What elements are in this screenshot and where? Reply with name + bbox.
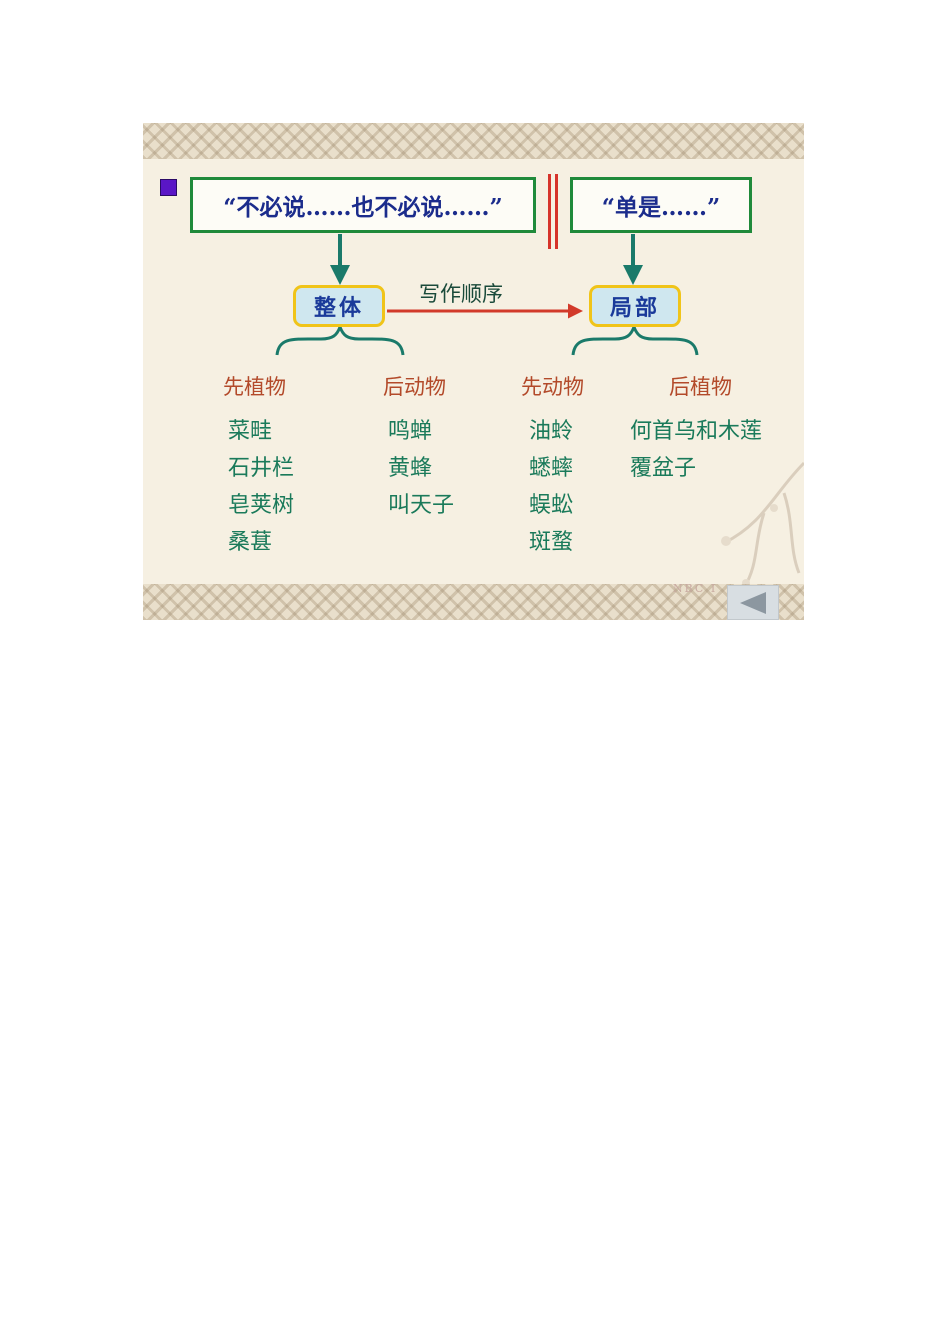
decorative-border-top	[143, 123, 804, 159]
concept-label-part: 局部	[609, 295, 660, 321]
quote-box-part: “单是……”	[570, 177, 752, 233]
item-list-plants-first: 菜畦 石井栏 皂荚树 桑葚	[228, 413, 294, 561]
slide-nav-code: NBC I	[673, 582, 718, 595]
list-item: 蜈蚣	[529, 493, 574, 518]
slide: “不必说……也不必说……” “单是……” 整体 写作顺序 局部 先植物 后动物 …	[143, 123, 804, 620]
writing-order-label: 写作顺序	[419, 282, 503, 306]
list-item: 蟋蟀	[529, 456, 574, 481]
divider-line	[555, 174, 558, 249]
list-item: 石井栏	[228, 456, 295, 481]
quote-text-whole: “不必说……也不必说……”	[223, 194, 503, 221]
decorative-border-bottom	[143, 584, 804, 620]
item-list-animals-first: 油蛉 蟋蟀 蜈蚣 斑蝥	[529, 413, 573, 561]
quote-box-whole: “不必说……也不必说……”	[190, 177, 536, 233]
list-item: 黄蜂	[388, 456, 433, 481]
plum-branch-decoration	[721, 461, 804, 589]
diagram-connectors	[275, 234, 699, 356]
brace-whole	[275, 322, 405, 356]
column-heading-animals-after: 后动物	[383, 375, 446, 399]
column-heading-plants-after: 后植物	[669, 375, 732, 399]
column-heading-animals-first: 先动物	[521, 375, 584, 399]
brace-part	[571, 322, 699, 356]
list-item: 油蛉	[529, 419, 574, 444]
item-list-animals-after: 鸣蝉 黄蜂 叫天子	[388, 413, 454, 524]
previous-slide-button[interactable]	[727, 585, 779, 620]
bullet-square-icon	[160, 179, 177, 196]
list-item: 桑葚	[228, 530, 273, 555]
list-item: 何首乌和木莲	[630, 419, 763, 444]
item-list-plants-after: 何首乌和木莲 覆盆子	[630, 413, 762, 487]
column-heading-plants-first: 先植物	[223, 375, 286, 399]
quote-text-part: “单是……”	[601, 194, 721, 221]
concept-box-part: 局部	[589, 285, 681, 327]
divider-line	[548, 174, 551, 249]
list-item: 菜畦	[228, 419, 273, 444]
list-item: 叫天子	[388, 493, 455, 518]
concept-label-whole: 整体	[313, 295, 364, 321]
list-item: 皂荚树	[228, 493, 295, 518]
concept-box-whole: 整体	[293, 285, 385, 327]
list-item: 鸣蝉	[388, 419, 433, 444]
list-item: 覆盆子	[630, 456, 697, 481]
list-item: 斑蝥	[529, 530, 574, 555]
left-triangle-icon	[740, 591, 766, 614]
